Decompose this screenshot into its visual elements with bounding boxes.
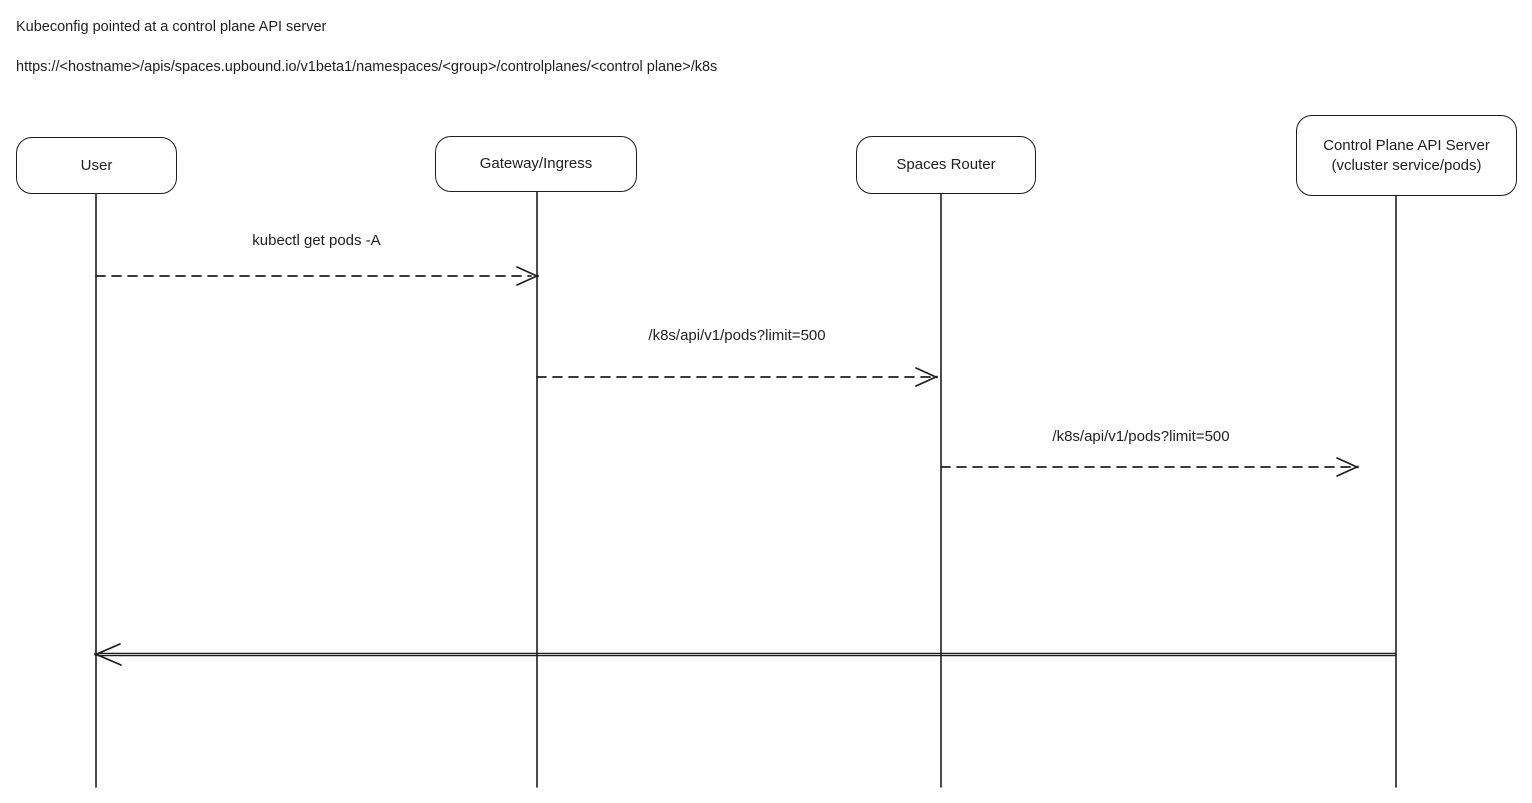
actor-label-user: User [80, 156, 113, 174]
actor-label-spaces-router: Spaces Router [896, 156, 996, 173]
message-label-k8s-api-2: /k8s/api/v1/pods?limit=500 [1052, 428, 1230, 445]
actor-box-control-plane-api-server: Control Plane API Server (vcluster servi… [1296, 115, 1517, 196]
message-label-k8s-api-1: /k8s/api/v1/pods?limit=500 [648, 327, 826, 344]
message-arrow-kubectl [95, 266, 539, 286]
actor-sublabel-control-plane-api-server: (vcluster service/pods) [1331, 156, 1482, 174]
kubeconfig-url-text: https://<hostname>/apis/spaces.upbound.i… [16, 59, 718, 75]
actor-box-user: User [16, 137, 177, 194]
diagram-title: Kubeconfig pointed at a control plane AP… [16, 19, 327, 35]
actor-label-control-plane-api-server: Control Plane API Server [1323, 136, 1490, 154]
message-label-kubectl: kubectl get pods -A [252, 232, 381, 249]
message-arrow-k8s-api-2 [940, 457, 1359, 477]
message-arrow-k8s-api-1 [536, 367, 938, 387]
actor-label-gateway-ingress: Gateway/Ingress [479, 155, 593, 172]
actor-box-spaces-router: Spaces Router [856, 136, 1036, 194]
actor-box-gateway-ingress: Gateway/Ingress [435, 136, 637, 192]
return-arrow [94, 643, 1397, 666]
